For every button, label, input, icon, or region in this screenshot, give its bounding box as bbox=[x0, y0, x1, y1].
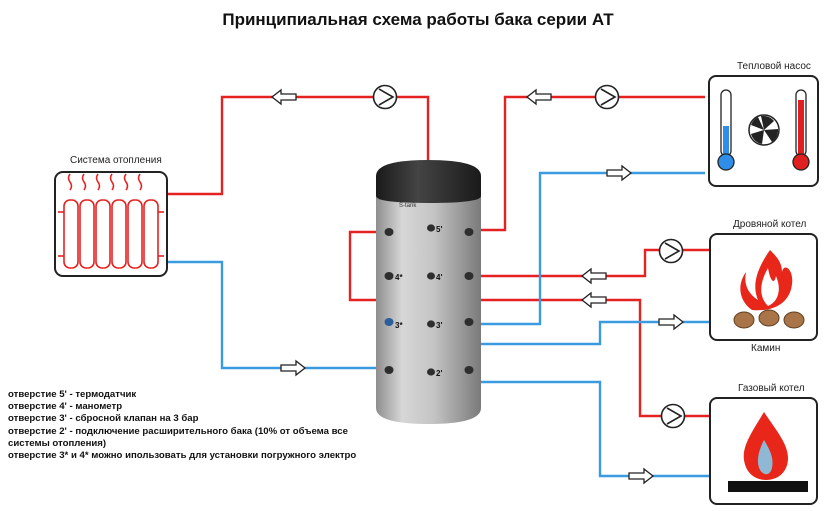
pump-icon bbox=[372, 84, 398, 110]
port-hole bbox=[464, 318, 474, 326]
port-hole bbox=[427, 368, 435, 376]
radiator-icon bbox=[58, 173, 164, 269]
fan-icon bbox=[748, 114, 780, 146]
port-hole bbox=[384, 366, 394, 374]
pump-icon bbox=[594, 84, 620, 110]
logs-icon bbox=[733, 309, 805, 329]
flow-arrow-icon bbox=[270, 88, 297, 106]
heating-system-label: Система отопления bbox=[70, 155, 162, 166]
fireplace-label: Камин bbox=[751, 343, 781, 354]
cold-pipes bbox=[167, 171, 710, 478]
burner-icon bbox=[728, 481, 808, 492]
wood-boiler-label: Дровяной котел bbox=[733, 219, 807, 230]
note-line: отверстие 5' - термодатчик bbox=[8, 389, 137, 400]
flow-arrow-icon bbox=[280, 359, 307, 377]
note-line: отверстие 4' - манометр bbox=[8, 401, 123, 413]
port-label-3-star: 3* bbox=[395, 321, 403, 330]
port-label-3: 3' bbox=[436, 321, 442, 330]
heat-pump-box bbox=[708, 75, 819, 187]
thermometer-icon bbox=[792, 89, 810, 171]
pipe-loop-3-4 bbox=[348, 230, 710, 418]
flame-icon bbox=[743, 412, 788, 480]
port-label-2: 2' bbox=[436, 369, 442, 378]
pipe-heating-return bbox=[167, 260, 395, 370]
note-line: отверстие 3* и 4* можно ипользовать для … bbox=[8, 450, 357, 462]
port-hole bbox=[427, 272, 435, 280]
port-hole bbox=[464, 228, 474, 236]
pipe-heating-supply bbox=[167, 95, 430, 196]
port-hole bbox=[427, 224, 435, 232]
port-hole bbox=[464, 366, 474, 374]
flame-icon bbox=[740, 250, 793, 311]
port-hole bbox=[427, 320, 435, 328]
pipe-fireplace-return bbox=[472, 320, 710, 346]
note-line: отверстие 3' - сбросной клапан на 3 бар bbox=[8, 413, 199, 425]
flow-arrow-icon bbox=[658, 313, 685, 331]
port-label-5: 5' bbox=[436, 225, 442, 234]
port-hole bbox=[384, 228, 394, 236]
wood-boiler-box bbox=[709, 233, 818, 341]
heat-pump-label: Тепловой насос bbox=[737, 61, 811, 72]
port-label-4: 4' bbox=[436, 273, 442, 282]
diagram-title: Принципиальная схема работы бака серии А… bbox=[222, 10, 614, 29]
pump-icon bbox=[660, 403, 686, 429]
flow-arrow-icon bbox=[580, 291, 607, 309]
tank-top-cap bbox=[376, 160, 481, 203]
flow-arrow-icon bbox=[580, 267, 607, 285]
thermometer-icon bbox=[717, 89, 735, 171]
port-hole bbox=[384, 318, 394, 326]
gas-boiler-box bbox=[709, 397, 818, 505]
pipe-heatpump-supply bbox=[478, 95, 705, 232]
storage-tank: S-tank 5' 4' 4* 3' 3* 2' bbox=[376, 160, 481, 424]
tank-body bbox=[376, 186, 481, 424]
note-line: отверстие 2' - подключение расширительно… bbox=[8, 425, 348, 449]
port-label-4-star: 4* bbox=[395, 273, 403, 282]
flow-arrows bbox=[270, 88, 685, 485]
flow-arrow-icon bbox=[606, 164, 633, 182]
heating-system-box bbox=[54, 171, 168, 277]
tank-brand-label: S-tank bbox=[399, 203, 417, 209]
flow-arrow-icon bbox=[628, 467, 655, 485]
pump-icon bbox=[658, 238, 684, 264]
pipe-gas-return bbox=[472, 380, 710, 478]
port-notes: отверстие 5' - термодатчик отверстие 4' … bbox=[8, 389, 368, 462]
port-hole bbox=[384, 272, 394, 280]
flow-arrow-icon bbox=[525, 88, 552, 106]
gas-boiler-label: Газовый котел bbox=[738, 383, 805, 394]
tank-ports bbox=[384, 224, 474, 376]
port-hole bbox=[464, 272, 474, 280]
